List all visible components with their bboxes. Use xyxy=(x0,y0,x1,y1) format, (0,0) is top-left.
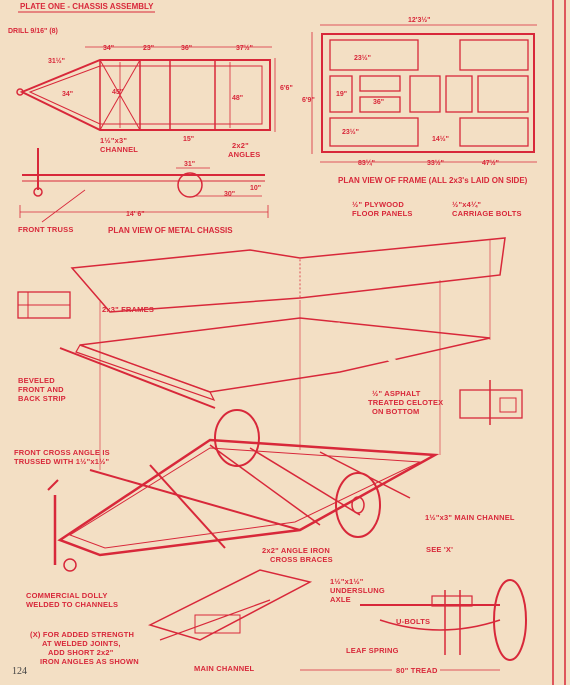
svg-text:TRUSSED WITH 1½"x1½": TRUSSED WITH 1½"x1½" xyxy=(14,457,110,466)
chassis-drill: DRILL 9/16" (8) xyxy=(8,28,58,35)
svg-text:CARRIAGE BOLTS: CARRIAGE BOLTS xyxy=(452,209,522,218)
svg-text:FRONT AND: FRONT AND xyxy=(18,385,64,394)
metal-chassis-plan xyxy=(16,46,276,132)
svg-text:AXLE: AXLE xyxy=(330,595,351,604)
cross-braces-label: 2x2" ANGLE IRON xyxy=(262,546,330,555)
plate-title: PLATE ONE - CHASSIS ASSEMBLY xyxy=(20,2,154,11)
svg-text:12'3½": 12'3½" xyxy=(408,16,431,24)
axle-spring-detail xyxy=(360,579,527,661)
svg-text:36": 36" xyxy=(181,45,192,52)
svg-text:UNDERSLUNG: UNDERSLUNG xyxy=(330,586,385,595)
svg-text:AT WELDED JOINTS,: AT WELDED JOINTS, xyxy=(42,639,121,648)
angles-label: 2x2" xyxy=(232,141,249,150)
note-x-label: (X) FOR ADDED STRENGTH xyxy=(30,630,134,639)
plywood-floor-panels xyxy=(70,237,506,313)
channel-label: 1½"x3" xyxy=(100,136,127,145)
svg-text:83¼": 83¼" xyxy=(358,159,375,167)
main-channel-callout: 1½"x3" MAIN CHANNEL xyxy=(425,513,515,522)
frame-plan xyxy=(311,24,537,163)
svg-text:47½": 47½" xyxy=(482,159,499,167)
see-x-label: SEE 'X' xyxy=(426,545,453,554)
svg-text:23": 23" xyxy=(143,45,154,52)
svg-text:33½": 33½" xyxy=(427,159,444,167)
carriage-bolt-detail xyxy=(459,380,523,425)
beveled-label: BEVELED xyxy=(18,376,55,385)
svg-text:ON BOTTOM: ON BOTTOM xyxy=(372,407,420,416)
svg-text:ADD SHORT 2x2": ADD SHORT 2x2" xyxy=(48,648,114,657)
beveled-strip-detail xyxy=(17,291,71,319)
svg-text:30": 30" xyxy=(224,191,235,198)
tread-label: 80" TREAD xyxy=(396,666,438,675)
page-number: 124 xyxy=(12,666,27,677)
svg-text:6'6": 6'6" xyxy=(280,85,293,92)
svg-text:31": 31" xyxy=(184,161,195,168)
chassis-side-elevation xyxy=(19,148,269,223)
svg-text:TREATED CELOTEX: TREATED CELOTEX xyxy=(368,398,443,407)
svg-text:IRON ANGLES AS SHOWN: IRON ANGLES AS SHOWN xyxy=(40,657,139,666)
frames-label: 2x3" FRAMES xyxy=(102,305,154,314)
frame-plan-title: PLAN VIEW OF FRAME (ALL 2x3's LAID ON SI… xyxy=(338,176,528,185)
2x3-frames xyxy=(59,317,491,409)
svg-text:BACK STRIP: BACK STRIP xyxy=(18,394,66,403)
svg-text:14½": 14½" xyxy=(432,135,449,143)
main-channel-label: MAIN CHANNEL xyxy=(194,664,255,673)
dolly-label: COMMERCIAL DOLLY xyxy=(26,591,108,600)
svg-text:37½": 37½" xyxy=(236,44,253,52)
svg-text:6'9": 6'9" xyxy=(302,97,315,104)
svg-text:FLOOR PANELS: FLOOR PANELS xyxy=(352,209,413,218)
u-bolts-label: U-BOLTS xyxy=(396,617,430,626)
metal-chassis-frame xyxy=(47,409,440,572)
svg-text:31½": 31½" xyxy=(48,57,65,65)
svg-text:23½": 23½" xyxy=(354,54,371,62)
svg-text:ANGLES: ANGLES xyxy=(228,150,260,159)
cross-angle-label: FRONT CROSS ANGLE IS xyxy=(14,448,110,457)
svg-text:19": 19" xyxy=(336,91,347,98)
svg-text:48": 48" xyxy=(232,95,243,102)
svg-text:45": 45" xyxy=(112,89,123,96)
svg-text:CROSS BRACES: CROSS BRACES xyxy=(270,555,333,564)
svg-text:15": 15" xyxy=(183,136,194,143)
svg-text:10": 10" xyxy=(250,185,261,192)
svg-text:14' 6": 14' 6" xyxy=(126,211,145,218)
svg-text:34": 34" xyxy=(62,91,73,98)
main-channel-detail xyxy=(147,569,313,641)
leaf-spring-label: LEAF SPRING xyxy=(346,646,399,655)
plywood-label: ½" PLYWOOD xyxy=(352,200,404,209)
svg-text:23½": 23½" xyxy=(342,128,359,136)
guide-lines xyxy=(99,240,491,470)
asphalt-label: ½" ASPHALT xyxy=(372,389,421,398)
svg-text:CHANNEL: CHANNEL xyxy=(100,145,138,154)
svg-text:WELDED TO CHANNELS: WELDED TO CHANNELS xyxy=(26,600,118,609)
svg-text:36": 36" xyxy=(373,99,384,106)
axle-label: 1½"x1½" xyxy=(330,577,364,586)
svg-text:34": 34" xyxy=(103,45,114,52)
chassis-plan-title: PLAN VIEW OF METAL CHASSIS xyxy=(108,226,233,235)
bolts-label: ½"x4¼" xyxy=(452,200,481,209)
front-truss-label: FRONT TRUSS xyxy=(18,225,74,234)
